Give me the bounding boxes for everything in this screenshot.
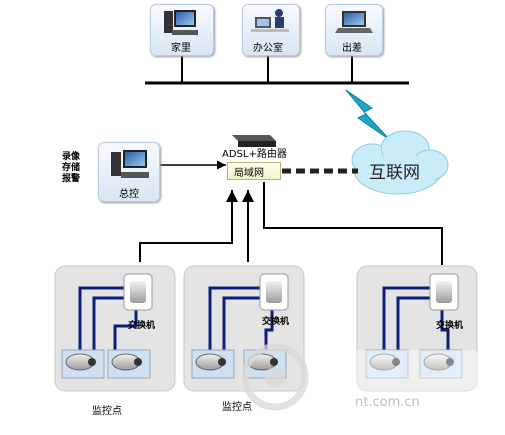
control-node: 总控 xyxy=(98,142,160,202)
uplink-zone-3 xyxy=(263,182,443,265)
router-icon xyxy=(232,135,276,147)
switch-label-3: 交换机 xyxy=(436,321,464,331)
switch-icon-1 xyxy=(123,273,153,311)
lan-label: 局域网 xyxy=(234,168,264,179)
camera-icon xyxy=(365,349,409,379)
switch-icon-3 xyxy=(429,273,459,311)
office-label: 办公室 xyxy=(253,43,283,54)
camera-icon xyxy=(107,349,151,379)
camera-icon xyxy=(61,349,105,379)
switch-label-2: 交换机 xyxy=(262,317,290,327)
switch-icon-2 xyxy=(259,273,289,311)
zone-3-cables xyxy=(382,286,450,352)
zone-1-cables xyxy=(78,286,138,352)
control-side-labels: 录像 存储 报警 xyxy=(62,152,90,185)
home-label: 家里 xyxy=(171,43,191,54)
uplink-zone-1 xyxy=(139,190,238,262)
control-label: 总控 xyxy=(119,189,139,200)
control-side-label-1: 录像 xyxy=(62,152,81,162)
travel-label: 出差 xyxy=(342,43,362,54)
watermark-logo xyxy=(241,343,480,411)
desktop-computer-icon xyxy=(111,150,149,178)
control-side-label-2: 存储 xyxy=(62,163,81,173)
camera-icons xyxy=(61,349,463,379)
watermark-text: nt.com.cn xyxy=(355,395,420,410)
office-worker-icon xyxy=(251,9,289,32)
travel-node: 出差 xyxy=(325,4,383,56)
camera-icon xyxy=(419,349,463,379)
camera-icon xyxy=(191,349,235,379)
office-node: 办公室 xyxy=(242,4,300,56)
desktop-computer-icon xyxy=(164,10,198,35)
lightning-icon xyxy=(345,89,391,141)
switch-label-1: 交换机 xyxy=(128,321,156,331)
site-label-1: 监控点 xyxy=(92,406,122,417)
lan-box: 局域网 xyxy=(227,162,281,180)
router-label: ADSL+路由器 xyxy=(222,149,287,160)
laptop-icon xyxy=(335,11,373,33)
zone-2-cables xyxy=(208,286,274,352)
internet-cloud-icon xyxy=(351,130,449,195)
home-node: 家里 xyxy=(150,4,214,56)
site-label-2: 监控点 xyxy=(222,402,252,413)
internet-label: 互联网 xyxy=(369,163,420,183)
control-side-label-3: 报警 xyxy=(62,174,81,184)
